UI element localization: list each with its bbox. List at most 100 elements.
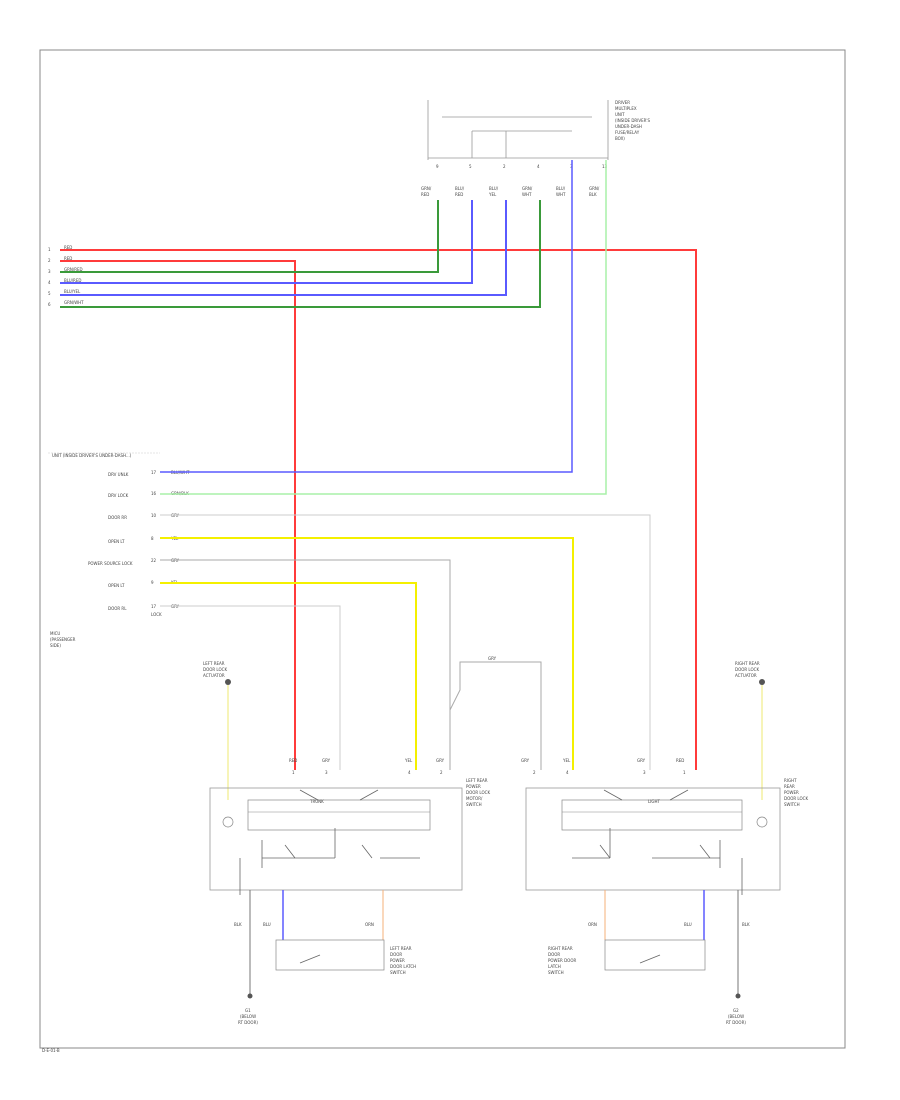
right-actuator-label: ACTUATOR bbox=[735, 673, 757, 678]
right-ground-label: RT DOOR) bbox=[726, 1020, 746, 1025]
svg-text:3: 3 bbox=[643, 770, 646, 775]
connector-wire-label: GRN/ bbox=[589, 186, 600, 191]
connector-wire-label: RED bbox=[421, 192, 429, 197]
left-bus: 1 2 3 4 5 6 RED RED GRN/RED BLU/RED BLU/… bbox=[48, 200, 697, 770]
svg-text:1: 1 bbox=[292, 770, 295, 775]
right-latch-label: RIGHT REAR bbox=[548, 946, 573, 951]
svg-text:4: 4 bbox=[566, 770, 569, 775]
left-switch-label: DOOR LOCK bbox=[466, 790, 490, 795]
unit-header: UNIT (INSIDE DRIVER'S UNDER-DASH...) bbox=[52, 453, 132, 458]
svg-text:YEL: YEL bbox=[562, 758, 571, 763]
left-switch-label: LEFT REAR bbox=[466, 778, 488, 783]
bus-label: BLU/YEL bbox=[64, 289, 81, 294]
wire-gry-rr bbox=[160, 514, 651, 770]
row-name: DRV LOCK bbox=[108, 493, 129, 498]
connector-label-7: BOX) bbox=[615, 136, 625, 141]
left-ground-label: G1 bbox=[245, 1008, 251, 1013]
svg-text:BLU: BLU bbox=[684, 922, 692, 927]
svg-text:BLU: BLU bbox=[263, 922, 271, 927]
wire-blu-red bbox=[60, 200, 473, 284]
bus-label: RED bbox=[64, 256, 72, 261]
svg-text:2: 2 bbox=[440, 770, 443, 775]
gry-jumper: GRY bbox=[449, 656, 542, 770]
row-name: POWER SOURCE LOCK bbox=[88, 561, 133, 566]
left-switch-box bbox=[209, 787, 463, 891]
bus-pin: 1 bbox=[48, 247, 51, 252]
row-pin: 16 bbox=[151, 491, 157, 496]
connector-wire-label: BLK bbox=[589, 192, 597, 197]
right-actuator-label: DOOR LOCK bbox=[735, 667, 759, 672]
row-sub: LOCK bbox=[151, 612, 162, 617]
wire-grn-blk bbox=[160, 160, 607, 495]
bus-pin: 4 bbox=[48, 280, 51, 285]
wire-grn-wht bbox=[60, 200, 541, 308]
right-switch-label: POWER bbox=[784, 790, 799, 795]
unit-label: SIDE) bbox=[50, 643, 61, 648]
left-assembly: LEFT REAR DOOR LOCK ACTUATOR RED GRY YEL… bbox=[203, 661, 490, 1025]
right-switch-label: SWITCH bbox=[784, 802, 800, 807]
svg-text:GRY: GRY bbox=[521, 758, 530, 763]
left-latch-label: SWITCH bbox=[390, 970, 406, 975]
row-pin: 9 bbox=[151, 580, 154, 585]
connector-wire-label: WHT bbox=[556, 192, 566, 197]
left-ground-label: (BELOW bbox=[240, 1014, 256, 1019]
bus-pin: 2 bbox=[48, 258, 51, 263]
bus-label: RED bbox=[64, 245, 72, 250]
svg-text:BLK: BLK bbox=[234, 922, 242, 927]
connector-label-2: MULTIPLEX bbox=[615, 106, 637, 111]
svg-text:RED: RED bbox=[676, 758, 684, 763]
unit-label: MICU bbox=[50, 631, 60, 636]
connector-wire-label: BLU/ bbox=[455, 186, 465, 191]
diagram-border bbox=[39, 49, 846, 1049]
row-pin: 8 bbox=[151, 536, 154, 541]
bus-label: BLU/RED bbox=[64, 278, 81, 283]
svg-text:3: 3 bbox=[325, 770, 328, 775]
wire-gry-rl bbox=[160, 605, 341, 770]
left-latch-label: POWER bbox=[390, 958, 405, 963]
row-name: DOOR RL bbox=[108, 606, 127, 611]
right-latch-label: DOOR bbox=[548, 952, 560, 957]
footer-code: D-E-01-B bbox=[42, 1048, 60, 1053]
right-latch-label: POWER DOOR bbox=[548, 958, 576, 963]
left-latch-label: DOOR LATCH bbox=[390, 964, 416, 969]
svg-text:4: 4 bbox=[408, 770, 411, 775]
wire-yel-right bbox=[160, 537, 574, 770]
left-switch-label: POWER bbox=[466, 784, 481, 789]
connector-wire-label: GRN/ bbox=[421, 186, 432, 191]
row-pin: 22 bbox=[151, 558, 157, 563]
wire-grn-red bbox=[60, 200, 439, 273]
right-ground-label: G2 bbox=[733, 1008, 739, 1013]
right-switch-label: RIGHT bbox=[784, 778, 797, 783]
connector-wire-label: GRN/ bbox=[522, 186, 533, 191]
connector-pin: 2 bbox=[503, 164, 506, 169]
bus-pin: 6 bbox=[48, 302, 51, 307]
left-mode-label: TRUNK bbox=[309, 799, 324, 804]
svg-text:BLK: BLK bbox=[742, 922, 750, 927]
bus-pin: 3 bbox=[48, 269, 51, 274]
row-pin: 10 bbox=[151, 513, 157, 518]
row-pin: 17 bbox=[151, 604, 157, 609]
connector-wire-label: BLU/ bbox=[489, 186, 499, 191]
connector-pin: 9 bbox=[436, 164, 439, 169]
connector-label-3: UNIT bbox=[615, 112, 625, 117]
row-pin: 17 bbox=[151, 470, 157, 475]
unit-label: (PASSENGER bbox=[50, 637, 76, 642]
right-mode-label: LIGHT bbox=[648, 799, 661, 804]
right-actuator-connector bbox=[759, 679, 765, 685]
connector-label-6: FUSE/RELAY bbox=[615, 130, 640, 135]
connector-label-5: UNDER-DASH bbox=[615, 124, 642, 129]
left-actuator-label: DOOR LOCK bbox=[203, 667, 227, 672]
wire-blu-wht bbox=[160, 160, 573, 473]
right-switch-box bbox=[525, 787, 781, 891]
right-latch-label: LATCH bbox=[548, 964, 561, 969]
bus-pin: 5 bbox=[48, 291, 51, 296]
bus-label: GRN/RED bbox=[64, 267, 83, 272]
row-name: DOOR RR bbox=[108, 515, 127, 520]
left-latch-label: LEFT REAR bbox=[390, 946, 412, 951]
left-switch-label: SWITCH bbox=[466, 802, 482, 807]
svg-text:YEL: YEL bbox=[404, 758, 413, 763]
row-name: DRV UNLK bbox=[108, 472, 129, 477]
left-actuator-connector bbox=[225, 679, 231, 685]
left-actuator-label: LEFT REAR bbox=[203, 661, 225, 666]
